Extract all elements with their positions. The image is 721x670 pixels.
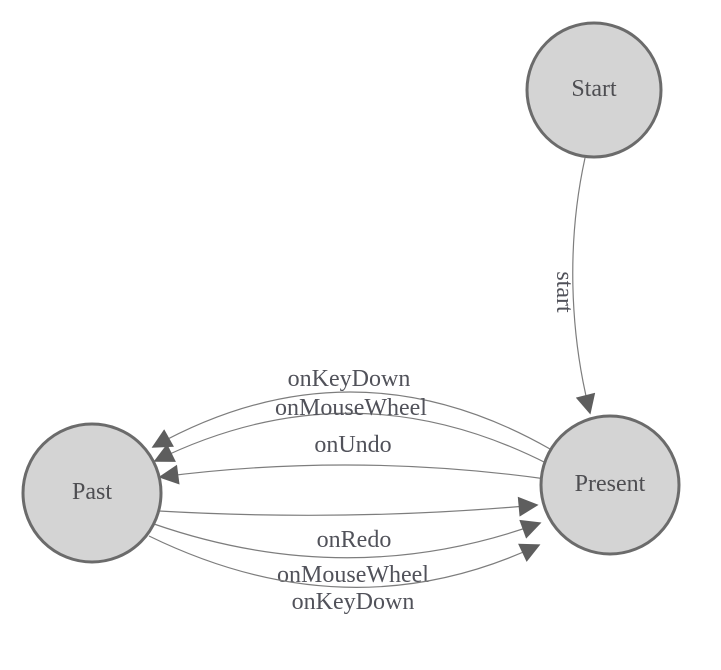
node-past-circle[interactable]: [21, 422, 163, 564]
edge-label-onkeydown-upper: onKeyDown: [288, 366, 411, 392]
edge-past-to-present-redo: onRedo: [158, 496, 539, 553]
edge-past-to-present-mousewheel-path[interactable]: [153, 519, 542, 559]
edge-present-to-past-mousewheel-path[interactable]: [153, 412, 549, 465]
node-past-label: Past: [72, 479, 112, 505]
edge-present-to-past-undo-path[interactable]: [158, 464, 547, 485]
edge-label-onmousewheel-upper: onMouseWheel: [275, 395, 427, 421]
edge-past-to-present-keydown: onKeyDown: [148, 535, 541, 615]
edge-label-onkeydown-lower: onKeyDown: [292, 589, 415, 615]
node-start-circle[interactable]: [525, 21, 663, 159]
edge-label-onredo: onRedo: [317, 527, 392, 553]
edge-present-to-past-mousewheel: onMouseWheel: [153, 395, 549, 465]
edge-start-to-present-path[interactable]: [572, 157, 596, 415]
edge-past-to-present-redo-path[interactable]: [158, 496, 539, 517]
edge-label-start: start: [551, 271, 577, 313]
edge-present-to-past-undo: onUndo: [158, 432, 547, 485]
edge-present-to-past-keydown: onKeyDown: [151, 366, 551, 450]
node-present-circle[interactable]: [539, 414, 681, 556]
node-start-label: Start: [571, 76, 617, 102]
node-present-label: Present: [575, 471, 646, 497]
edge-past-to-present-keydown-path[interactable]: [148, 535, 541, 588]
node-start[interactable]: Start: [525, 21, 663, 159]
edge-label-onundo: onUndo: [314, 432, 391, 458]
node-past[interactable]: Past: [21, 422, 163, 564]
edge-present-to-past-keydown-path[interactable]: [151, 391, 551, 450]
node-present[interactable]: Present: [539, 414, 681, 556]
edge-start-to-present: start: [551, 157, 596, 415]
